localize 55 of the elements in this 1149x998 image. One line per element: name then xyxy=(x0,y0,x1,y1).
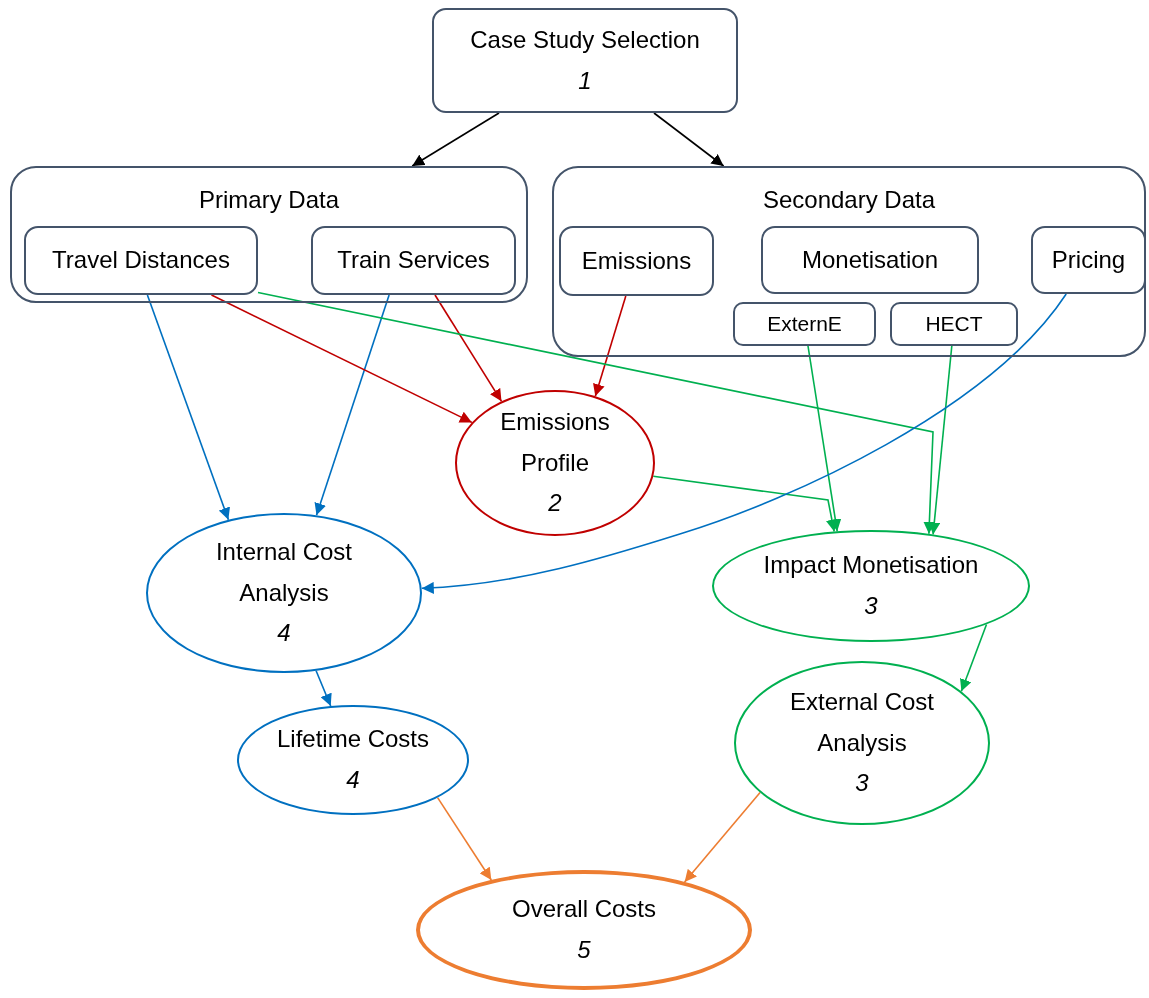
arrow xyxy=(314,294,390,516)
group-box xyxy=(10,166,528,303)
process-ellipse xyxy=(237,705,469,815)
arrow xyxy=(315,670,332,707)
node-label: Primary Data xyxy=(199,185,339,215)
arrow xyxy=(928,345,953,536)
process-ellipse xyxy=(712,530,1030,642)
data-box xyxy=(24,226,258,295)
arrow xyxy=(146,294,230,521)
process-ellipse xyxy=(734,661,990,825)
node-label: Lifetime Costs xyxy=(276,724,430,755)
step-number: 4 xyxy=(346,765,360,795)
arrow xyxy=(683,791,761,883)
node-label: Emissions xyxy=(581,245,692,276)
arrow xyxy=(593,295,627,397)
data-box xyxy=(733,302,876,346)
data-box xyxy=(761,226,979,294)
node-label: Secondary Data xyxy=(762,185,936,215)
arrow xyxy=(434,294,503,403)
node-label: HECT xyxy=(925,311,983,338)
data-box xyxy=(559,226,714,296)
data-box xyxy=(1031,226,1146,294)
node-label: Train Services xyxy=(337,245,490,276)
step-number: 5 xyxy=(577,935,591,965)
arrow xyxy=(257,291,936,535)
process-ellipse xyxy=(146,513,422,673)
process-ellipse xyxy=(416,870,752,990)
step-number: 1 xyxy=(578,65,592,96)
step-number: 3 xyxy=(864,591,878,621)
node-label: Travel Distances xyxy=(52,245,230,276)
node-label: Case Study Selection xyxy=(470,24,700,55)
data-box xyxy=(890,302,1018,346)
arrow xyxy=(210,294,473,424)
node-label: Impact Monetisation xyxy=(763,550,979,581)
arrow xyxy=(652,475,838,533)
node-label: External Cost Analysis xyxy=(788,686,936,758)
arrow xyxy=(411,112,500,167)
node-label: Overall Costs xyxy=(511,894,656,925)
group-box xyxy=(552,166,1146,357)
node-label: Emissions Profile xyxy=(499,406,611,478)
data-box xyxy=(311,226,516,295)
node-label: Pricing xyxy=(1051,244,1126,275)
node-label: Monetisation xyxy=(801,244,939,275)
arrow xyxy=(436,796,493,881)
arrow xyxy=(421,293,1067,594)
process-ellipse xyxy=(455,390,655,536)
step-number: 3 xyxy=(855,768,869,799)
arrow xyxy=(960,623,988,693)
step-number: 2 xyxy=(548,488,562,519)
node-label: Internal Cost Analysis xyxy=(214,536,354,608)
data-box xyxy=(432,8,738,113)
arrow xyxy=(653,112,725,167)
arrow xyxy=(807,345,842,533)
node-label: ExternE xyxy=(767,311,842,338)
step-number: 4 xyxy=(277,618,291,649)
